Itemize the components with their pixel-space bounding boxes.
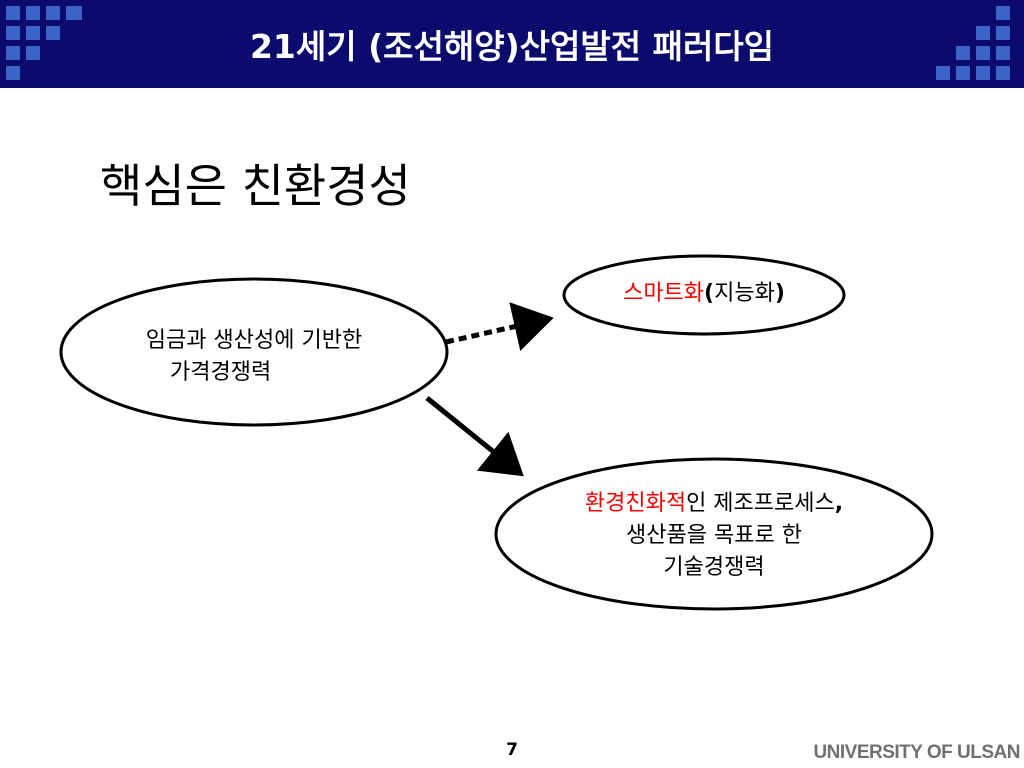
smart-ellipse	[562, 254, 846, 336]
smart-close-paren: )	[774, 281, 785, 306]
decor-square	[996, 66, 1010, 80]
solid-arrow-to-eco	[425, 396, 524, 477]
decor-square	[956, 46, 970, 60]
decor-square	[6, 66, 20, 80]
decor-square	[996, 6, 1010, 20]
eco-node-label: 환경친화적인 제조프로세스, 생산품을 목표로 한 기술경쟁력	[514, 488, 914, 584]
smart-highlight: 스마트화	[623, 281, 705, 306]
decor-square	[976, 26, 990, 40]
title-bar: 21세기 (조선해양)산업발전 패러다임	[0, 0, 1024, 88]
source-line-1: 임금과 생산성에 기반한	[145, 328, 363, 353]
source-ellipse	[59, 277, 449, 427]
eco-line-1: 환경친화적인 제조프로세스,	[514, 488, 914, 520]
slide-title: 21세기 (조선해양)산업발전 패러다임	[249, 27, 775, 66]
decor-square	[996, 26, 1010, 40]
page-number: 7	[506, 740, 518, 760]
decor-square	[936, 66, 950, 80]
university-logo: UNIVERSITY OF ULSAN	[813, 742, 1020, 763]
eco-ellipse	[494, 457, 934, 611]
slide-subtitle: 핵심은 친환경성	[100, 159, 411, 213]
eco-highlight: 환경친화적	[584, 491, 687, 516]
decor-square	[976, 46, 990, 60]
decor-square	[956, 66, 970, 80]
decor-square	[6, 46, 20, 60]
eco-line-1-rest: 인 제조프로세스	[686, 491, 835, 516]
decor-square	[26, 6, 40, 20]
smart-open-paren: (	[704, 281, 715, 306]
dotted-arrow-to-smart	[445, 302, 554, 351]
eco-comma: ,	[834, 491, 844, 516]
smart-node-label: 스마트화(지능화)	[574, 278, 834, 310]
decor-square	[6, 26, 20, 40]
decor-square	[26, 26, 40, 40]
smart-rest: 지능화	[714, 281, 775, 306]
decor-square	[46, 26, 60, 40]
source-line-2: 가격경쟁력	[170, 360, 272, 385]
eco-line-2: 생산품을 목표로 한	[626, 523, 802, 548]
source-node-label: 임금과 생산성에 기반한 가격경쟁력	[84, 325, 424, 389]
decor-square	[976, 66, 990, 80]
eco-line-3: 기술경쟁력	[663, 555, 765, 580]
decor-square	[26, 46, 40, 60]
decor-square	[6, 6, 20, 20]
decor-square	[66, 6, 82, 20]
decor-square	[46, 6, 60, 20]
decor-square	[996, 46, 1010, 60]
